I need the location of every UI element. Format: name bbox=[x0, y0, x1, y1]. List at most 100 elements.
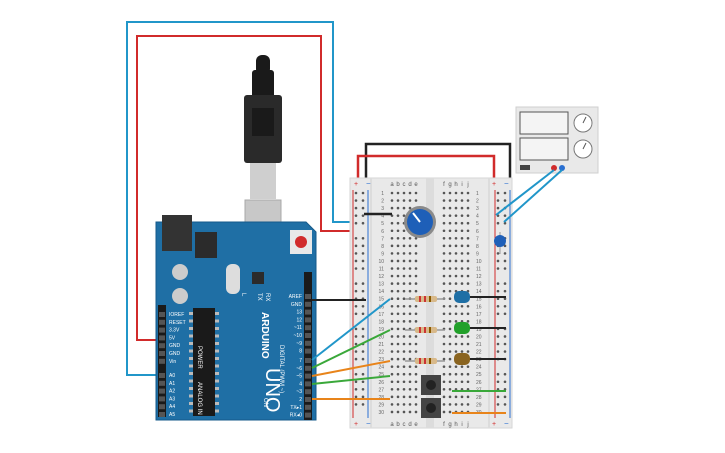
rail-plus-label-top-right: + bbox=[492, 181, 496, 188]
column-letter: e bbox=[414, 422, 418, 428]
column-letter: d bbox=[408, 182, 411, 188]
power-label: POWER bbox=[196, 346, 202, 369]
pin-label: ~9 bbox=[296, 341, 302, 347]
regulator bbox=[195, 232, 217, 258]
capacitor-1 bbox=[172, 264, 188, 280]
rail-plus-label-right: + bbox=[492, 421, 496, 428]
pin-label: A4 bbox=[169, 404, 175, 410]
pin-label: ~3 bbox=[296, 389, 302, 395]
column-letter: c bbox=[403, 182, 406, 188]
row-number: 3 bbox=[381, 206, 384, 212]
row-number: 17 bbox=[476, 312, 482, 318]
push-button-2[interactable] bbox=[421, 398, 441, 418]
digital-wires bbox=[311, 298, 391, 400]
column-letter: i bbox=[461, 422, 462, 428]
chip-pins bbox=[189, 312, 219, 413]
pin-label: 4 bbox=[299, 381, 302, 387]
row-number: 21 bbox=[378, 342, 384, 348]
push-button-1[interactable] bbox=[421, 375, 441, 395]
row-number: 9 bbox=[381, 251, 384, 257]
row-number: 16 bbox=[476, 304, 482, 310]
resistor-1[interactable] bbox=[405, 296, 445, 302]
column-letter: a bbox=[390, 422, 394, 428]
row-number: 6 bbox=[381, 229, 384, 235]
pin-label: GND bbox=[169, 351, 181, 357]
resistor-3[interactable] bbox=[405, 358, 445, 364]
pin-label: A0 bbox=[169, 373, 175, 379]
rail-plus-label: + bbox=[354, 421, 358, 428]
column-letter: h bbox=[454, 182, 457, 188]
digital-label: DIGITAL (PWM ~) bbox=[278, 345, 284, 393]
row-number: 16 bbox=[378, 304, 384, 310]
wire-green-d4[interactable] bbox=[311, 375, 391, 385]
atmega-chip bbox=[193, 308, 215, 416]
column-letter: b bbox=[396, 422, 400, 428]
pin-label: 2 bbox=[299, 397, 302, 403]
row-number: 3 bbox=[476, 206, 479, 212]
arduino-uno[interactable]: ARDUINO UNO DIGITAL (PWM ~) POWER ANALOG… bbox=[155, 215, 317, 421]
row-number: 7 bbox=[476, 236, 479, 242]
column-letter: g bbox=[448, 182, 451, 188]
pin-label: ~10 bbox=[294, 333, 303, 339]
pin-label: A1 bbox=[169, 381, 175, 387]
row-number: 9 bbox=[476, 251, 479, 257]
row-number: 6 bbox=[476, 229, 479, 235]
row-number: 20 bbox=[378, 334, 384, 340]
wire-psu-1[interactable] bbox=[495, 169, 555, 216]
pin-label: A2 bbox=[169, 389, 175, 395]
led-blue[interactable] bbox=[454, 291, 470, 303]
row-number: 4 bbox=[476, 214, 479, 220]
rx-label: RX bbox=[264, 293, 270, 301]
row-number: 25 bbox=[476, 372, 482, 378]
row-number: 2 bbox=[381, 199, 384, 205]
pin-label: TX▸1 bbox=[290, 405, 302, 411]
led-green[interactable] bbox=[454, 322, 470, 334]
wire-green-d6[interactable] bbox=[311, 329, 391, 369]
power-supply-icon[interactable] bbox=[515, 106, 599, 174]
crystal bbox=[226, 264, 240, 294]
wire-psu-2[interactable] bbox=[503, 169, 563, 223]
row-number: 25 bbox=[378, 372, 384, 378]
pin-label: ~6 bbox=[296, 366, 302, 372]
row-number: 10 bbox=[378, 259, 384, 265]
column-letter: b bbox=[396, 182, 400, 188]
row-number: 12 bbox=[378, 274, 384, 280]
potentiometer-icon[interactable] bbox=[404, 206, 436, 238]
wire-orange-d5[interactable] bbox=[311, 360, 391, 377]
row-number: 7 bbox=[381, 236, 384, 242]
analog-label: ANALOG IN bbox=[196, 382, 202, 415]
row-number: 15 bbox=[476, 297, 482, 303]
pin-label: 13 bbox=[296, 310, 302, 316]
pin-label: RX◂0 bbox=[290, 413, 302, 419]
column-letter: f bbox=[443, 182, 445, 188]
row-number: 22 bbox=[476, 350, 482, 356]
column-letter: h bbox=[454, 422, 457, 428]
capacitor[interactable] bbox=[494, 232, 506, 254]
wire-blue-a0[interactable] bbox=[126, 21, 385, 376]
column-letter: a bbox=[390, 182, 394, 188]
row-number: 23 bbox=[378, 357, 384, 363]
rail-minus-label-top-right: − bbox=[504, 179, 509, 188]
led-brown[interactable] bbox=[454, 353, 470, 365]
pin-label: 8 bbox=[299, 349, 302, 355]
wire-blue-d7[interactable] bbox=[311, 298, 391, 361]
row-number: 22 bbox=[378, 350, 384, 356]
column-letter: g bbox=[448, 422, 451, 428]
row-number: 14 bbox=[476, 289, 482, 295]
row-number: 23 bbox=[476, 357, 482, 363]
row-number: 13 bbox=[476, 282, 482, 288]
row-number: 18 bbox=[476, 319, 482, 325]
arduino-brand: ARDUINO bbox=[259, 312, 270, 359]
wire-red-rail-top[interactable] bbox=[356, 154, 496, 190]
column-letter: c bbox=[403, 422, 406, 428]
wire-red-5v[interactable] bbox=[136, 35, 385, 341]
wire-black-rail-top[interactable] bbox=[364, 142, 512, 190]
row-number: 19 bbox=[476, 327, 482, 333]
row-number: 11 bbox=[379, 267, 384, 273]
row-number: 13 bbox=[378, 282, 384, 288]
resistor-2[interactable] bbox=[405, 327, 445, 333]
row-number: 12 bbox=[476, 274, 482, 280]
